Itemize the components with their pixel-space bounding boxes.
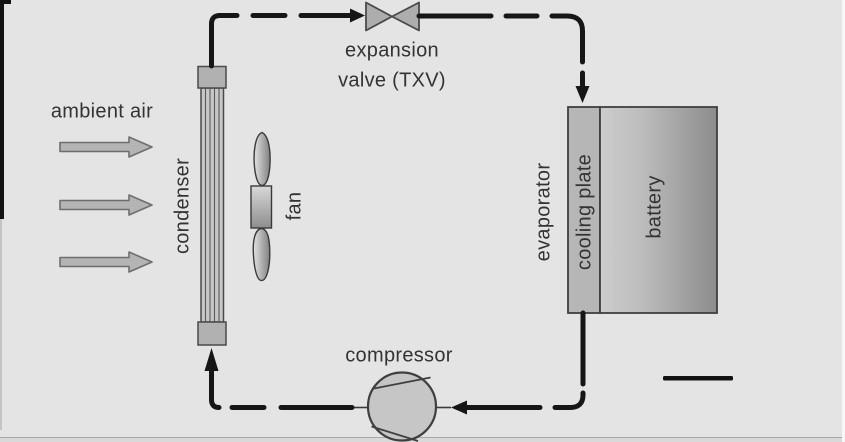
fan-symbol (250, 131, 273, 282)
cooling-plate-label: cooling plate (573, 153, 596, 271)
battery (599, 106, 718, 314)
compressor-symbol (366, 371, 438, 442)
compressor-chords (371, 376, 431, 442)
condenser-header-bottom (197, 321, 227, 346)
condenser-symbol (197, 65, 227, 346)
condenser-tubes (200, 87, 225, 323)
ambient-air-arrows (59, 136, 153, 273)
ambient-air-label: ambient air (50, 100, 154, 123)
fan-label: fan (283, 191, 306, 221)
expansion-valve-label-line1: expansion (345, 39, 439, 62)
photo-bottom-strip (0, 438, 845, 442)
expansion-valve-label-line2: valve (TXV) (338, 69, 446, 92)
condenser-label: condenser (171, 157, 194, 255)
air-arrow-icon (59, 251, 153, 273)
condenser-tube-lines (204, 88, 220, 322)
flow-arrow-into-compressor-icon (451, 400, 467, 415)
condenser-header-top (197, 65, 227, 89)
flow-arrow-into-evaporator-icon (575, 86, 590, 103)
pipe-condenser-to-valve (209, 13, 353, 69)
air-arrow-icon (59, 136, 153, 158)
photo-top-left-mark (0, 0, 11, 4)
air-arrow-icon (59, 194, 153, 216)
battery-label: battery (643, 175, 666, 239)
expansion-valve-icon (365, 1, 420, 32)
fan-blade-bottom-icon (252, 227, 271, 282)
cooling-plate (567, 106, 601, 314)
photo-right-strip (842, 0, 845, 442)
stray-horizontal-line (663, 376, 733, 381)
flow-arrow-into-valve-icon (350, 8, 365, 23)
photo-left-faint-edge (0, 219, 2, 430)
photo-left-bar (0, 3, 4, 219)
fan-hub (250, 185, 273, 229)
compressor-label: compressor (345, 344, 453, 367)
flow-arrow-into-condenser-icon (204, 348, 219, 371)
pipe-compressor-to-condenser (209, 367, 355, 410)
pipe-evaporator-to-compressor (464, 310, 586, 410)
fan-blade-top-icon (253, 131, 271, 187)
evaporator-label: evaporator (532, 162, 555, 262)
pipe-valve-to-evaporator (416, 13, 585, 90)
